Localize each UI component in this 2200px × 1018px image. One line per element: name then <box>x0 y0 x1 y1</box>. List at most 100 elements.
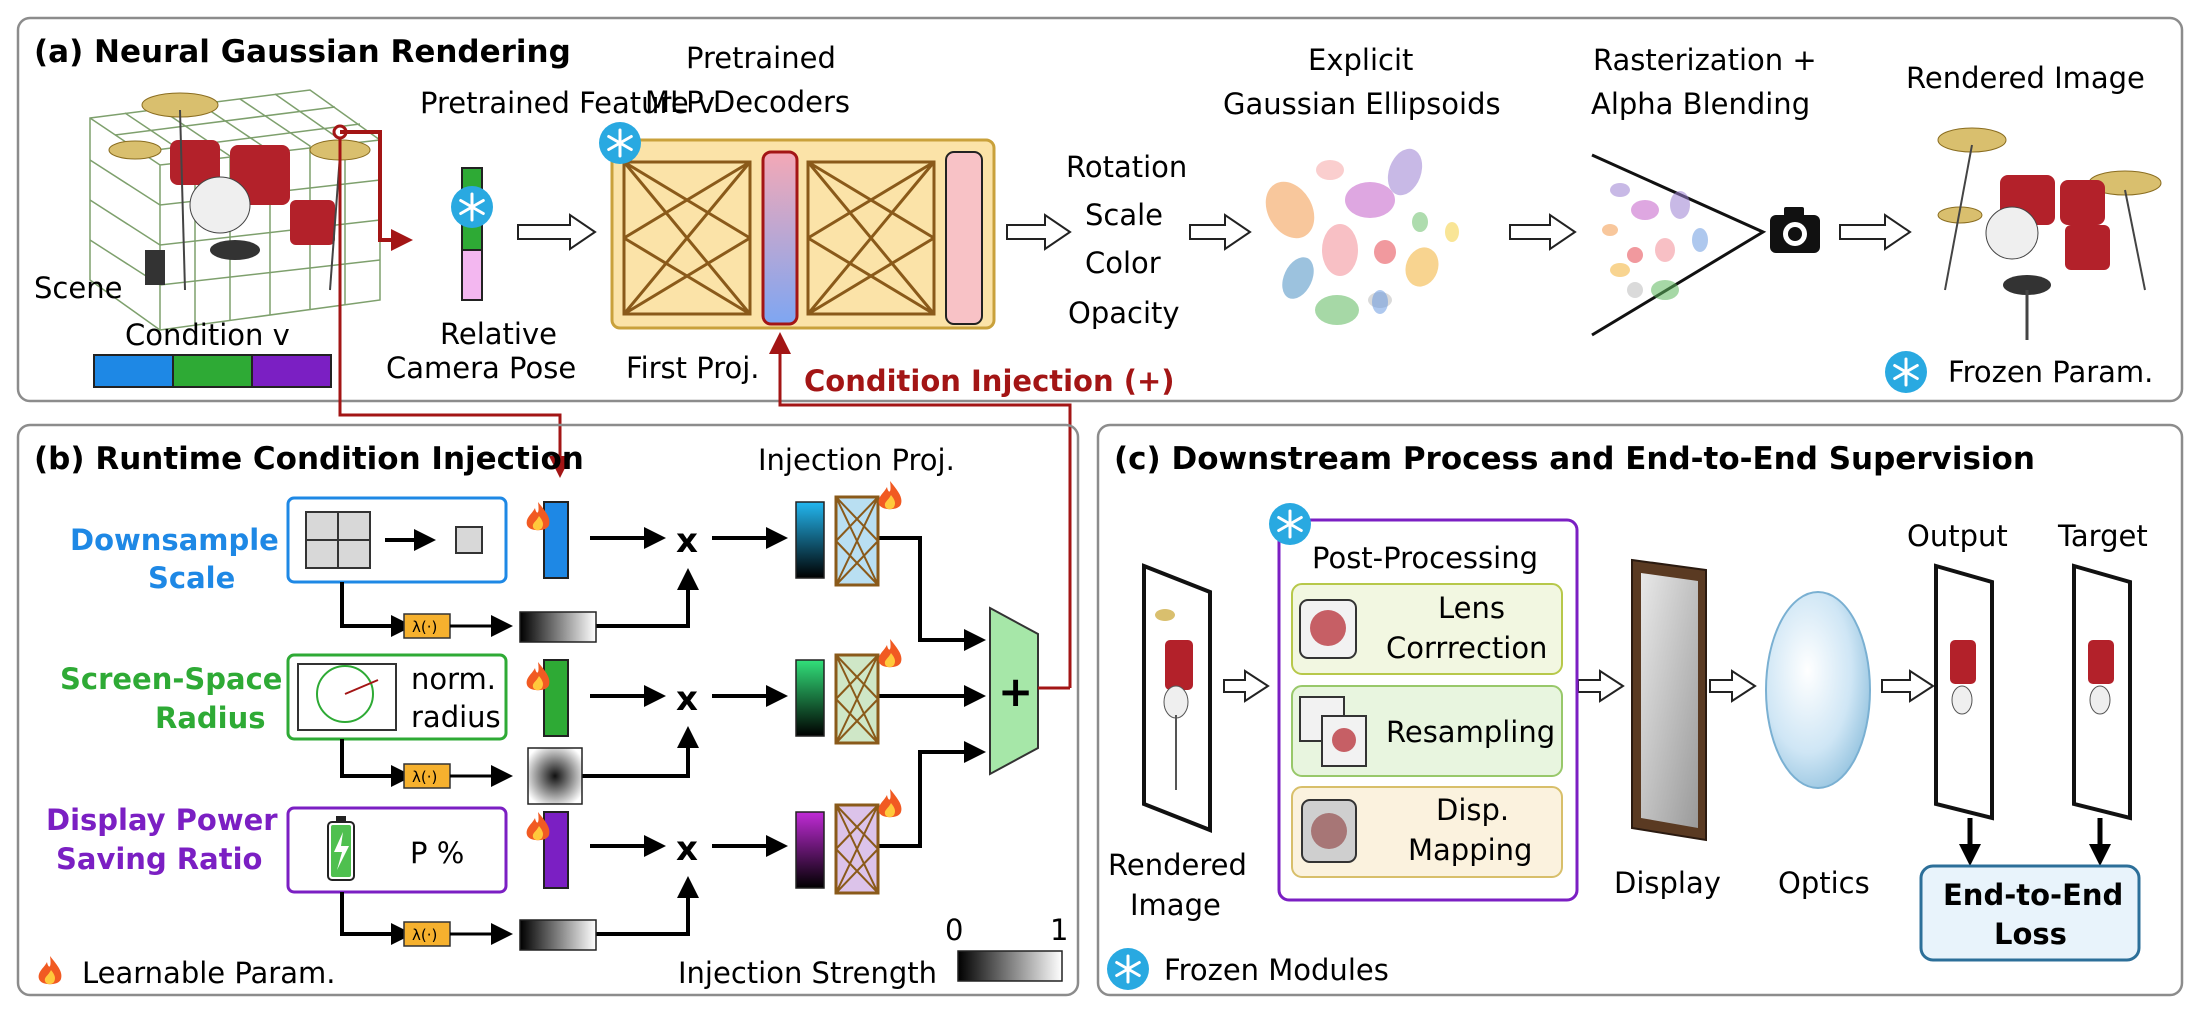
lambda-3: λ(·) <box>412 926 437 944</box>
raster-line1: Rasterization + <box>1593 43 1817 77</box>
row-arrows <box>340 527 986 945</box>
attr-color: Color <box>1085 246 1161 280</box>
multiply-2: x <box>676 679 698 719</box>
feature-arrow <box>340 130 413 251</box>
frozen-modules-label: Frozen Modules <box>1164 953 1389 987</box>
strength-map-3 <box>519 919 597 951</box>
relative-pose-line1: Relative <box>440 317 557 351</box>
radius-box: norm. radius <box>286 653 508 741</box>
attr-rotation: Rotation <box>1066 150 1187 184</box>
adder-block <box>989 606 1039 776</box>
rendered-line2: Image <box>1130 888 1221 922</box>
ellipsoids-line2: Gaussian Ellipsoids <box>1223 87 1501 121</box>
loss-line1: End-to-End <box>1943 878 2123 912</box>
cond-slice-purple <box>543 811 569 889</box>
flame-icon <box>878 639 902 668</box>
scaled-vector-3 <box>795 811 825 889</box>
injection-strength-label: Injection Strength <box>678 956 937 990</box>
attr-scale: Scale <box>1085 198 1163 232</box>
power-box: P % <box>286 806 508 894</box>
scene-label: Scene <box>34 271 122 305</box>
step3-line1: Disp. <box>1436 793 1509 827</box>
multiply-3: x <box>676 829 698 869</box>
rendered-line1: Rendered <box>1108 848 1247 882</box>
hollow-arrows <box>517 213 1912 251</box>
row2-label-2: Radius <box>155 701 266 735</box>
frozen-param-label: Frozen Param. <box>1948 355 2153 389</box>
step1-line2: Corrrection <box>1386 631 1547 665</box>
norm-label: norm. <box>411 662 496 696</box>
first-proj-label: First Proj. <box>626 351 760 385</box>
snowflake-icon <box>449 184 495 230</box>
post-frozen-icon <box>1267 501 1313 547</box>
post-processing-label: Post-Processing <box>1312 541 1538 575</box>
ellipsoids-line1: Explicit <box>1308 43 1413 77</box>
multiply-1: x <box>676 521 698 561</box>
row1-label-2: Scale <box>148 561 235 595</box>
raster-line2: Alpha Blending <box>1591 87 1810 121</box>
injection-proj-label: Injection Proj. <box>758 443 955 477</box>
mlp-decoder-block <box>610 138 996 330</box>
attr-opacity: Opacity <box>1068 296 1180 330</box>
panel-c-title: (c) Downstream Process and End-to-End Su… <box>1114 441 2035 477</box>
condition-bar <box>93 354 332 388</box>
lambda-1: λ(·) <box>412 618 437 636</box>
panel-b: (b) Runtime Condition Injection Injectio… <box>16 423 1080 997</box>
strength-min-label: 0 <box>945 913 963 947</box>
scene-drums <box>108 92 371 291</box>
raster-frustum <box>1591 153 1767 337</box>
relative-pose-line2: Camera Pose <box>386 351 576 385</box>
panel-c: (c) Downstream Process and End-to-End Su… <box>1096 423 2184 997</box>
target-card <box>2072 563 2132 821</box>
condition-label: Condition v <box>125 318 290 352</box>
step2-line1: Resampling <box>1386 715 1555 749</box>
cond-slice-green <box>543 659 569 737</box>
injection-proj-blocks <box>834 495 880 895</box>
end-to-end-loss-box <box>1919 864 2141 962</box>
row3-label-1: Display Power <box>46 803 278 837</box>
row3-label-2: Saving Ratio <box>56 842 262 876</box>
learnable-flame-icon <box>38 956 62 985</box>
output-label: Output <box>1907 519 2008 553</box>
post-steps: Lens Corrrection Resampling Disp. Mappin… <box>1291 583 1563 878</box>
strength-colorbar <box>957 950 1063 982</box>
strength-map-2 <box>527 747 583 805</box>
loss-line2: Loss <box>1994 917 2067 951</box>
display-device <box>1631 558 1707 842</box>
optics-lens <box>1765 591 1871 789</box>
display-label: Display <box>1614 866 1721 900</box>
injection-return-arrow <box>769 332 1072 688</box>
rendered-drums <box>1937 127 2162 340</box>
decoder-frozen-icon <box>597 120 643 166</box>
scene-grid <box>89 89 381 331</box>
lambda-boxes: λ(·) λ(·) λ(·) <box>403 613 513 947</box>
frozen-modules-icon <box>1105 946 1151 992</box>
strength-map-1 <box>519 611 597 643</box>
camera-icon <box>1770 207 1820 253</box>
panel-b-title: (b) Runtime Condition Injection <box>34 441 584 477</box>
step1-line1: Lens <box>1438 591 1505 625</box>
row1-label-1: Downsample <box>70 523 279 557</box>
radius-label: radius <box>411 700 501 734</box>
rendered-image-label: Rendered Image <box>1906 61 2145 95</box>
power-percent-label: P % <box>410 836 464 870</box>
decoders-line2: MLP Decoders <box>645 85 850 119</box>
optics-label: Optics <box>1778 866 1870 900</box>
cond-slice-blue <box>543 501 569 579</box>
strength-max-label: 1 <box>1050 913 1068 947</box>
frozen-param-icon <box>1883 349 1929 395</box>
gaussian-ellipsoids <box>1265 148 1459 325</box>
lambda-2: λ(·) <box>412 768 437 786</box>
panel-c-hollow-arrows <box>1223 669 1935 703</box>
pretrained-feature-label: Pretrained Feature v <box>420 86 715 120</box>
condition-to-b-arrow <box>338 138 571 478</box>
panel-a: (a) Neural Gaussian Rendering Scene Cond… <box>16 16 2184 688</box>
target-label: Target <box>2057 519 2148 553</box>
rendered-image-card <box>1142 563 1212 833</box>
row2-label-1: Screen-Space <box>60 662 282 696</box>
step3-line2: Mapping <box>1408 833 1532 867</box>
downsample-box <box>286 496 508 584</box>
flame-icon <box>878 789 902 818</box>
post-processing-box <box>1277 518 1579 902</box>
